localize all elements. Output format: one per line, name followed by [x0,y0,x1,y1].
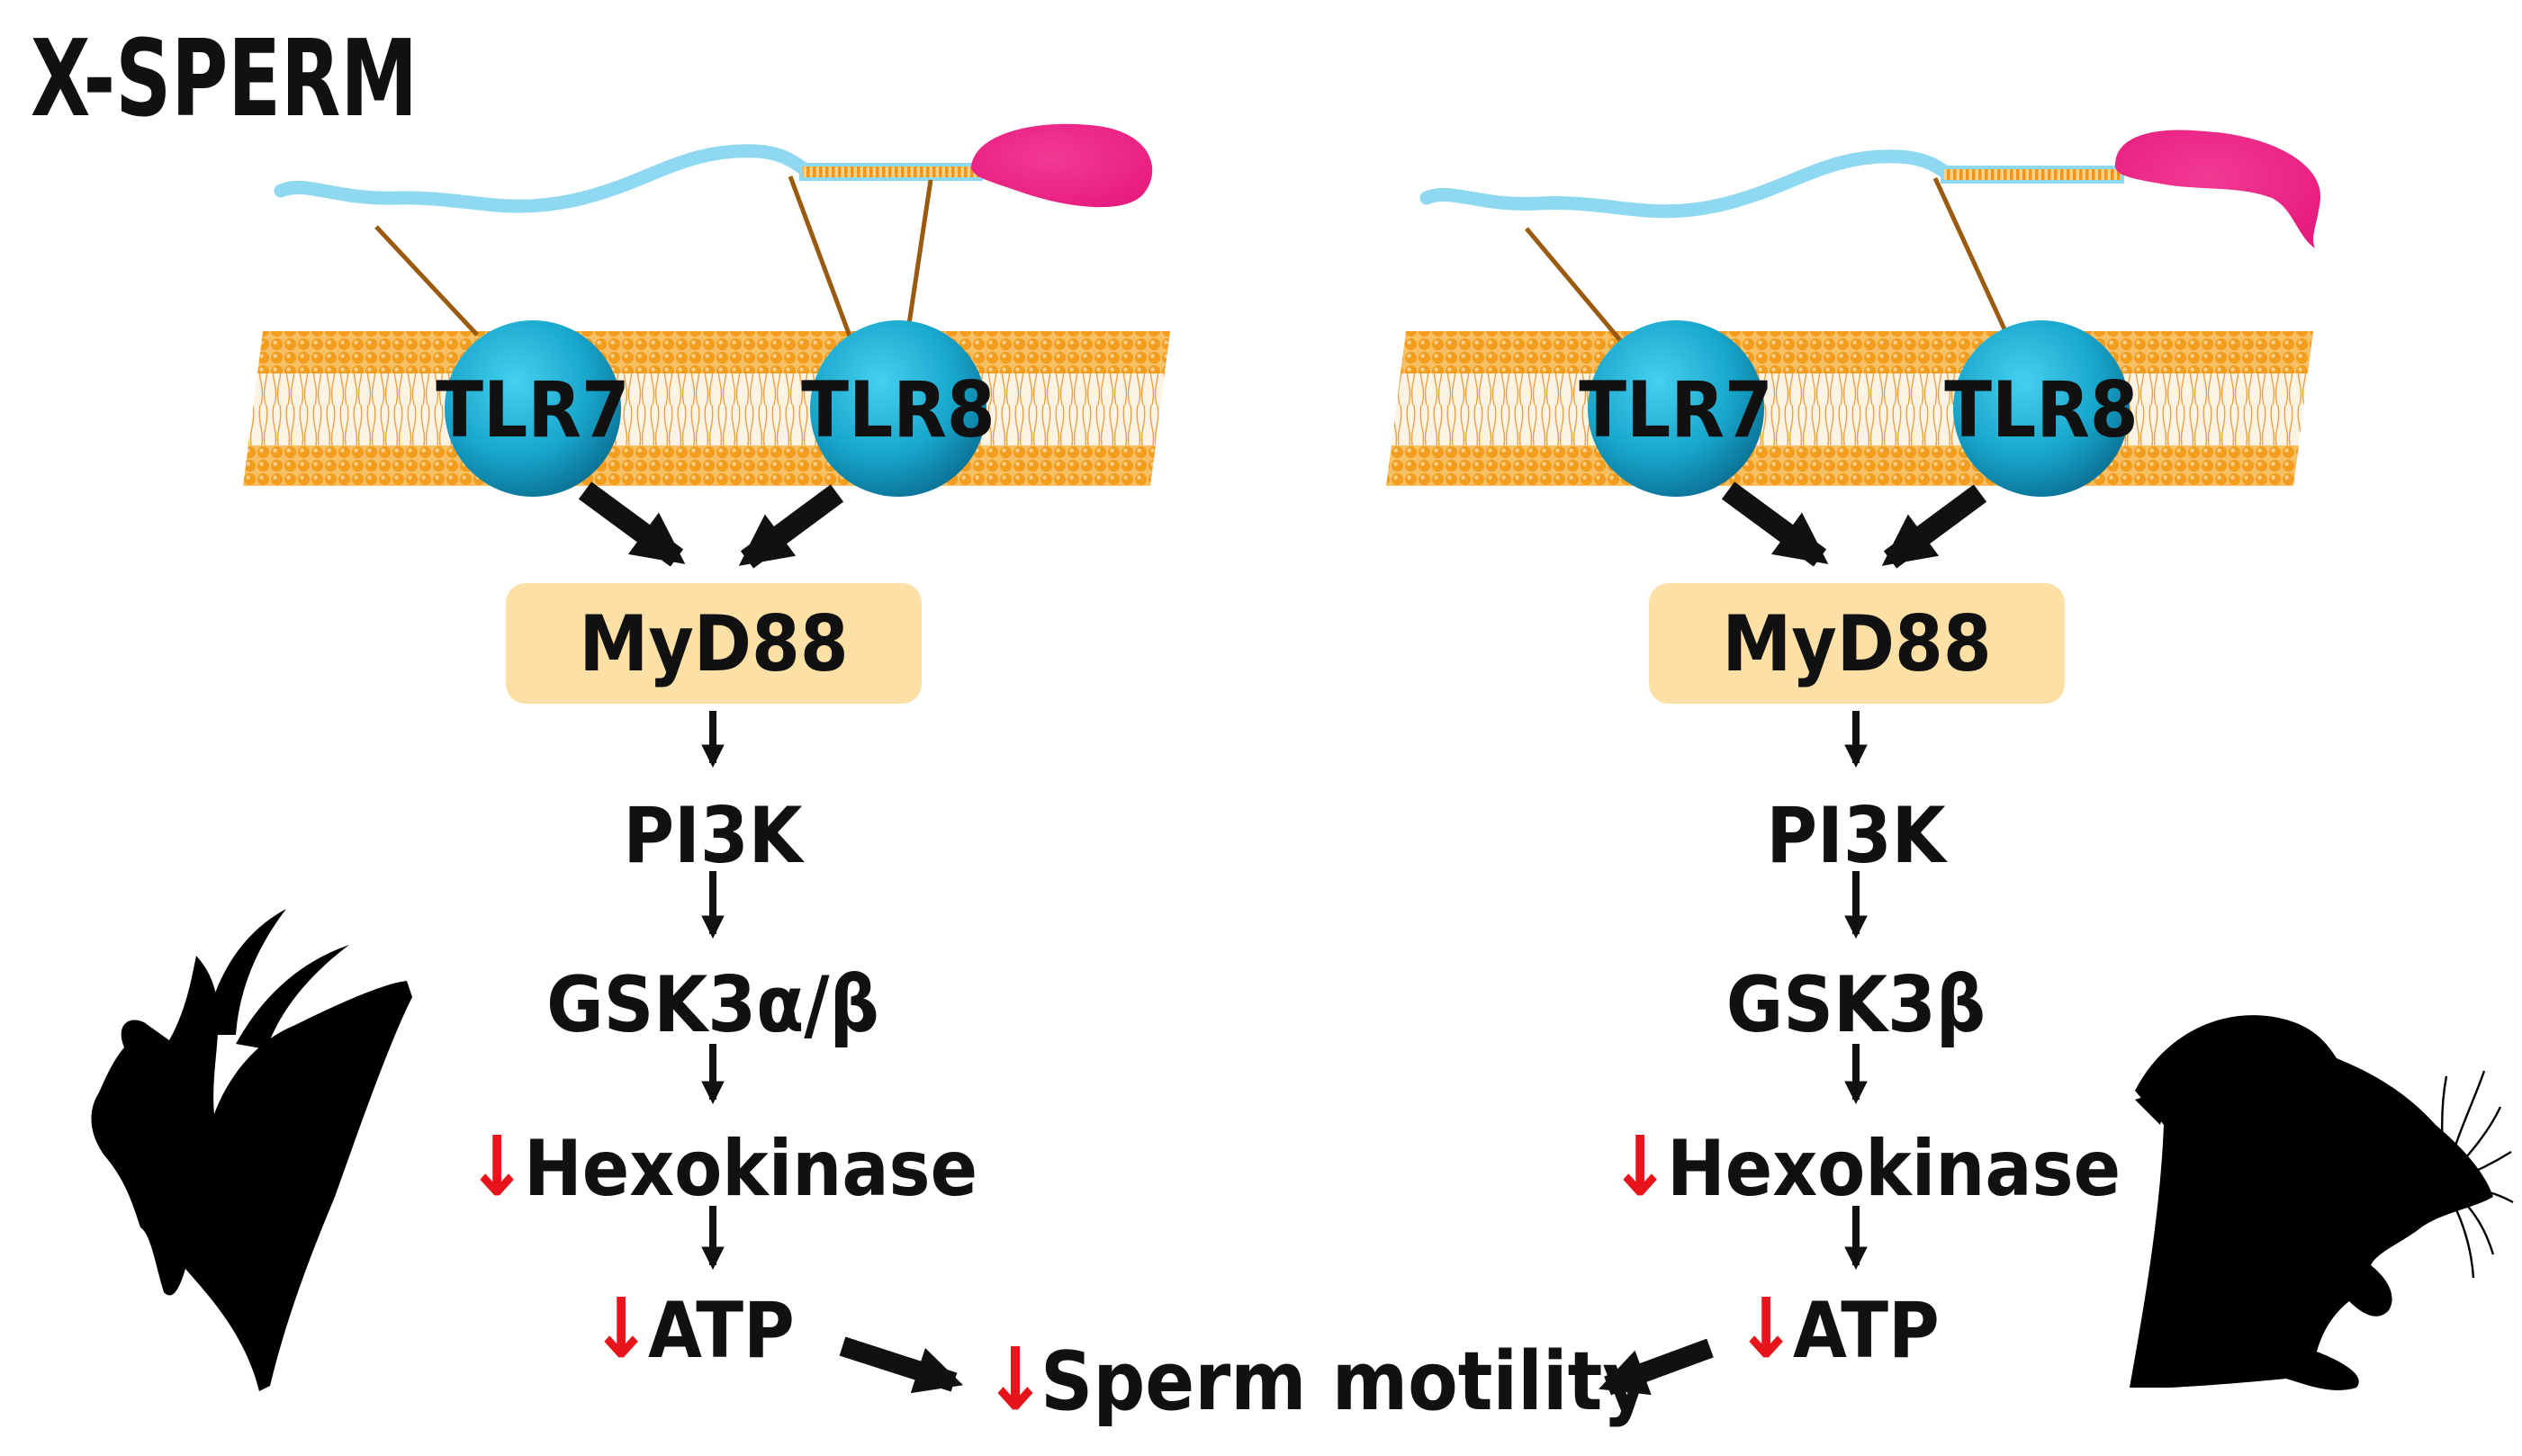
tlr7-receptor: TLR7 [1579,320,1773,497]
tlr7-to-myd88-arrow [578,481,686,567]
cell-membrane [1386,331,2313,486]
myd88-box: MyD88 [1649,583,2065,704]
pi3k-label: PI3K [623,791,805,881]
hexokinase-label: Hexokinase [524,1124,977,1214]
myd88-label: MyD88 [579,599,848,689]
tlr7-to-myd88-arrow [1721,481,1829,567]
myd88-label: MyD88 [1722,599,1991,689]
tlr7-label: TLR7 [436,365,630,455]
figure-title: X-SPERM [31,16,418,140]
tlr7-receptor: TLR7 [436,320,630,497]
outcome-sperm-motility: ↓ Sperm motility [983,1329,1650,1430]
hexokinase-label: Hexokinase [1667,1124,2121,1214]
whiskers [2441,1070,2514,1279]
sperm-motility-label: Sperm motility [1040,1335,1650,1429]
cell-membrane [243,331,1170,486]
hexokinase-decrease-arrow: ↓ [465,1119,527,1215]
tlr8-to-myd88-arrow [738,484,844,569]
atp-label: ATP [1793,1286,1940,1376]
hexokinase-decrease-arrow: ↓ [1608,1119,1671,1215]
tlr8-receptor: TLR8 [801,320,995,497]
atp-to-motility-arrow [839,1336,964,1394]
sperm-cell-oval [274,123,1153,346]
tlr8-label: TLR8 [1944,365,2139,455]
tlr7-label: TLR7 [1579,365,1773,455]
motility-decrease-arrow: ↓ [983,1329,1048,1430]
tlr8-receptor: TLR8 [1944,320,2139,497]
gsk3-label: GSK3α/β [546,960,879,1050]
pi3k-label: PI3K [1766,791,1948,881]
mouse-silhouette-icon [2130,1015,2514,1390]
left-pathway-panel: TLR7 TLR8 MyD88 PI3K GSK3α/β ↓ Hexokinas… [91,123,1170,1394]
atp-decrease-arrow: ↓ [1734,1281,1797,1377]
myd88-box: MyD88 [506,583,922,704]
atp-decrease-arrow: ↓ [590,1281,652,1377]
goat-silhouette-icon [91,909,412,1391]
tlr8-to-myd88-arrow [1881,484,1987,569]
atp-label: ATP [648,1286,795,1376]
atp-to-motility-arrow [1599,1338,1714,1396]
sperm-cell-hook [1419,130,2321,342]
gsk3-label: GSK3β [1726,960,1986,1050]
tlr8-label: TLR8 [801,365,995,455]
right-pathway-panel: TLR7 TLR8 MyD88 PI3K GSK3β ↓ Hexokinase … [1386,130,2514,1396]
